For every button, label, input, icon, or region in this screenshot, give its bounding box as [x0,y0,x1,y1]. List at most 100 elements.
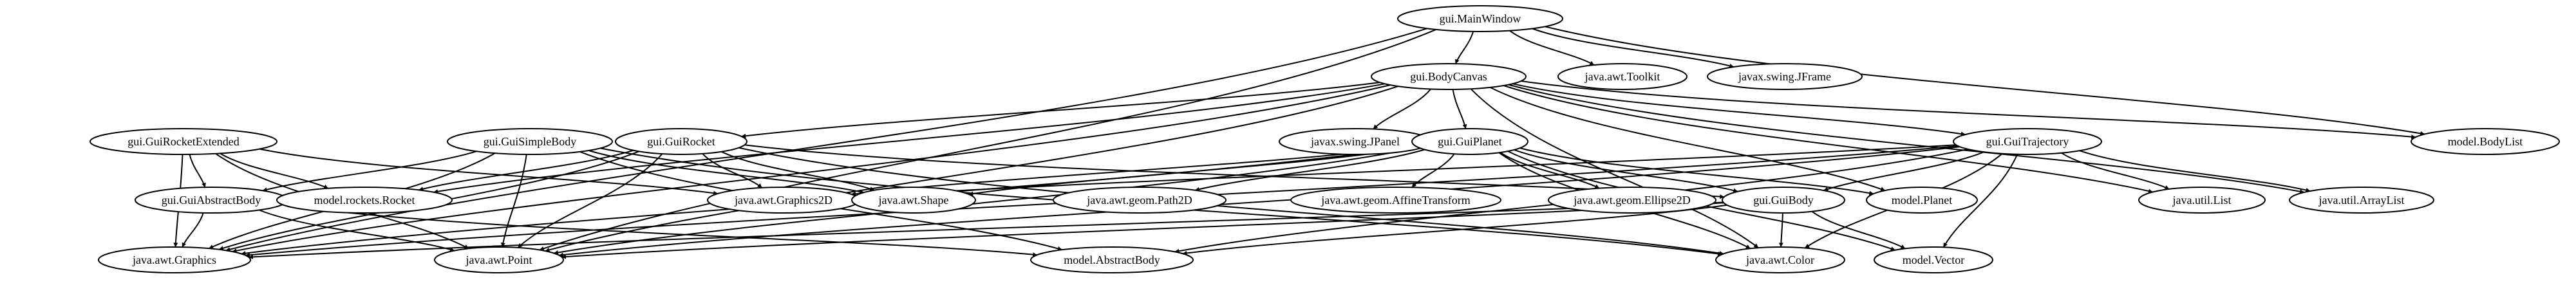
node-label: java.awt.geom.AffineTransform [1321,194,1470,207]
edge-simple-body-to-awt-shape [588,150,864,194]
node-label: java.awt.Color [1745,253,1814,266]
edge-line [1545,26,2425,136]
node-model-vector[interactable]: model.Vector [1874,246,1993,273]
node-abstract-body-gui[interactable]: gui.GuiAbstractBody [135,187,288,214]
edge-rocket-extended-to-graphics2d [259,148,719,196]
node-affine[interactable]: java.awt.geom.AffineTransform [1290,187,1501,214]
node-shape [89,128,277,155]
edge-line [1500,152,1600,189]
node-body-list[interactable]: model.BodyList [2411,128,2560,155]
edge-gui-planet-to-path2d [1194,149,1425,192]
edge-line [721,151,875,191]
node-main-window[interactable]: gui.MainWindow [1397,5,1563,32]
edge-gui-rocket-to-graphics2d [702,153,763,188]
node-swing-jpanel[interactable]: javax.swing.JPanel [1279,128,1432,155]
node-body-canvas[interactable]: gui.BodyCanvas [1371,63,1527,90]
edge-gui-trajectory-to-model-vector [1942,154,2018,248]
node-gui-rocket[interactable]: gui.GuiRocket [615,128,747,155]
edge-gui-body-to-awt-color [1778,212,1783,248]
edge-gui-planet-to-affine [1411,153,1455,188]
edge-line [1823,151,1984,192]
edge-gui-trajectory-to-awt-point [558,146,1960,257]
node-rocket-extended[interactable]: gui.GuiRocketExtended [89,128,277,155]
node-shape [276,187,453,214]
edge-gui-rocket-to-rockets-rocket [418,149,634,192]
node-simple-body[interactable]: gui.GuiSimpleBody [447,128,613,155]
node-abstract-body-model[interactable]: model.AbstractBody [1030,246,1194,273]
edge-gui-body-to-model-vector [1811,210,1906,250]
node-rockets-rocket[interactable]: model.rockets.Rocket [276,187,453,214]
edge-gui-planet-to-ellipse2d [1500,152,1600,189]
node-shape [98,246,251,273]
edge-rocket-extended-to-rockets-rocket [220,152,329,189]
edge-line [702,153,763,188]
edge-main-window-to-awt-point [539,28,1436,251]
node-label: gui.GuiRocket [647,135,715,148]
node-awt-color[interactable]: java.awt.Color [1715,246,1845,273]
edge-abstract-body-gui-to-awt-point [259,209,455,252]
node-shape [1953,128,2102,155]
node-shape [1371,63,1527,90]
edge-line [738,147,1724,255]
edge-line [1373,88,1431,130]
edge-line [182,212,204,248]
edge-gui-rocket-to-awt-color [738,147,1724,255]
node-awt-graphics[interactable]: java.awt.Graphics [98,246,251,273]
node-label: java.awt.Graphics [132,253,216,266]
node-shape [851,187,976,214]
edge-line [558,146,1960,257]
edge-line [856,144,1957,199]
node-label: model.Vector [1903,253,1964,266]
edge-line [248,201,1724,259]
edge-line [433,83,1386,194]
node-shape [1411,128,1528,155]
node-shape [2138,187,2266,214]
edge-gui-trajectory-to-graphics2d [856,144,1957,199]
node-label: gui.GuiRocketExtended [127,135,239,148]
node-label: model.rockets.Rocket [314,194,415,207]
node-awt-shape[interactable]: java.awt.Shape [851,187,976,214]
node-label: java.awt.Toolkit [1584,70,1660,83]
edge-gui-rocket-to-awt-shape [721,151,875,191]
edge-body-canvas-to-model-planet [1490,87,1886,192]
node-array-list[interactable]: java.util.ArrayList [2289,187,2434,214]
edge-line [741,82,1380,138]
edges-layer [173,26,2425,259]
node-ellipse2d[interactable]: java.awt.geom.Ellipse2D [1548,187,1716,214]
node-gui-body[interactable]: gui.GuiBody [1722,187,1845,214]
node-gui-trajectory[interactable]: gui.GuiTrajectory [1953,128,2102,155]
node-path2d[interactable]: java.awt.geom.Path2D [1053,187,1227,214]
node-model-planet[interactable]: model.Planet [1866,187,1978,214]
edge-gui-trajectory-to-gui-body [1823,151,1984,192]
edge-body-canvas-to-util-list [1503,85,2153,194]
node-gui-planet[interactable]: gui.GuiPlanet [1411,128,1528,155]
edge-line [262,151,477,192]
edge-abstract-body-gui-to-awt-graphics [182,212,204,248]
node-label: java.util.List [2172,194,2232,207]
edge-line [281,204,1038,257]
node-util-list[interactable]: java.util.List [2138,187,2266,214]
node-awt-toolkit[interactable]: java.awt.Toolkit [1557,63,1688,90]
edge-main-window-to-body-list [1545,26,2425,136]
edge-line [1509,30,1595,66]
node-graphics2d[interactable]: java.awt.Graphics2D [707,187,860,214]
edge-line [1454,31,1474,64]
edge-line [1512,83,1966,136]
edge-line [1811,210,1906,250]
edge-line [539,28,1436,251]
node-swing-jframe[interactable]: javax.swing.JFrame [1707,63,1863,90]
edge-gui-trajectory-to-array-list [2079,150,2311,192]
node-label: gui.BodyCanvas [1410,70,1487,83]
node-shape [1866,187,1978,214]
edge-simple-body-to-abstract-body-gui [262,151,477,192]
edge-body-canvas-to-awt-color [1470,88,1759,248]
edge-line [1411,153,1455,188]
node-label: gui.GuiSimpleBody [484,135,577,148]
edge-body-canvas-to-swing-jpanel [1373,88,1431,130]
node-awt-point[interactable]: java.awt.Point [434,246,564,273]
edge-line [418,149,634,192]
node-shape [1290,187,1501,214]
edge-line [1521,80,2416,140]
node-shape [1722,187,1845,214]
node-shape [1557,63,1688,90]
